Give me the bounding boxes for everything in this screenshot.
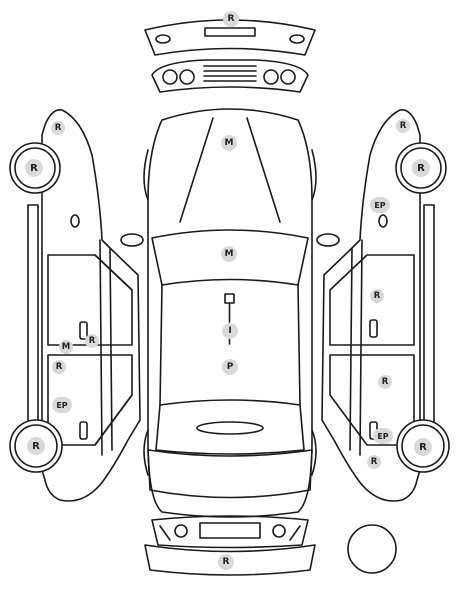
badge-right-rear-lower[interactable]: R	[367, 455, 381, 469]
badge-left-front-wheel[interactable]: R	[25, 159, 43, 177]
badge-roof-antenna[interactable]: I	[222, 323, 238, 339]
badge-right-front-door[interactable]: R	[370, 289, 384, 303]
badge-right-rear-door[interactable]: R	[378, 375, 392, 389]
spare-wheel	[347, 524, 397, 574]
badge-hood[interactable]: M	[221, 135, 237, 151]
badge-front-bumper[interactable]: R	[218, 554, 234, 570]
badge-rear-bumper[interactable]: R	[223, 11, 239, 27]
badge-left-mirror[interactable]: R	[51, 121, 65, 135]
badge-windshield[interactable]: M	[221, 246, 237, 262]
badge-left-door-m[interactable]: M	[59, 340, 73, 354]
badge-left-rear-wheel[interactable]: R	[27, 437, 45, 455]
rear-light-cluster	[151, 59, 309, 93]
badge-right-ep-top[interactable]: EP	[370, 197, 390, 213]
rear-bumper-outline	[144, 19, 316, 56]
badge-left-ep[interactable]: EP	[52, 397, 72, 413]
left-side-body	[27, 108, 141, 502]
badge-left-door-r[interactable]: R	[85, 334, 99, 348]
car-body-top-view	[120, 108, 340, 518]
badge-right-front-wheel[interactable]: R	[412, 159, 430, 177]
badge-right-mirror[interactable]: R	[396, 119, 410, 133]
front-bumper-outline	[144, 544, 316, 576]
front-grille	[151, 515, 309, 549]
badge-right-rear-wheel[interactable]: R	[414, 438, 432, 456]
badge-right-ep-bottom[interactable]: EP	[373, 428, 393, 444]
badge-roof[interactable]: P	[222, 359, 238, 375]
badge-left-rear-door[interactable]: R	[52, 360, 66, 374]
